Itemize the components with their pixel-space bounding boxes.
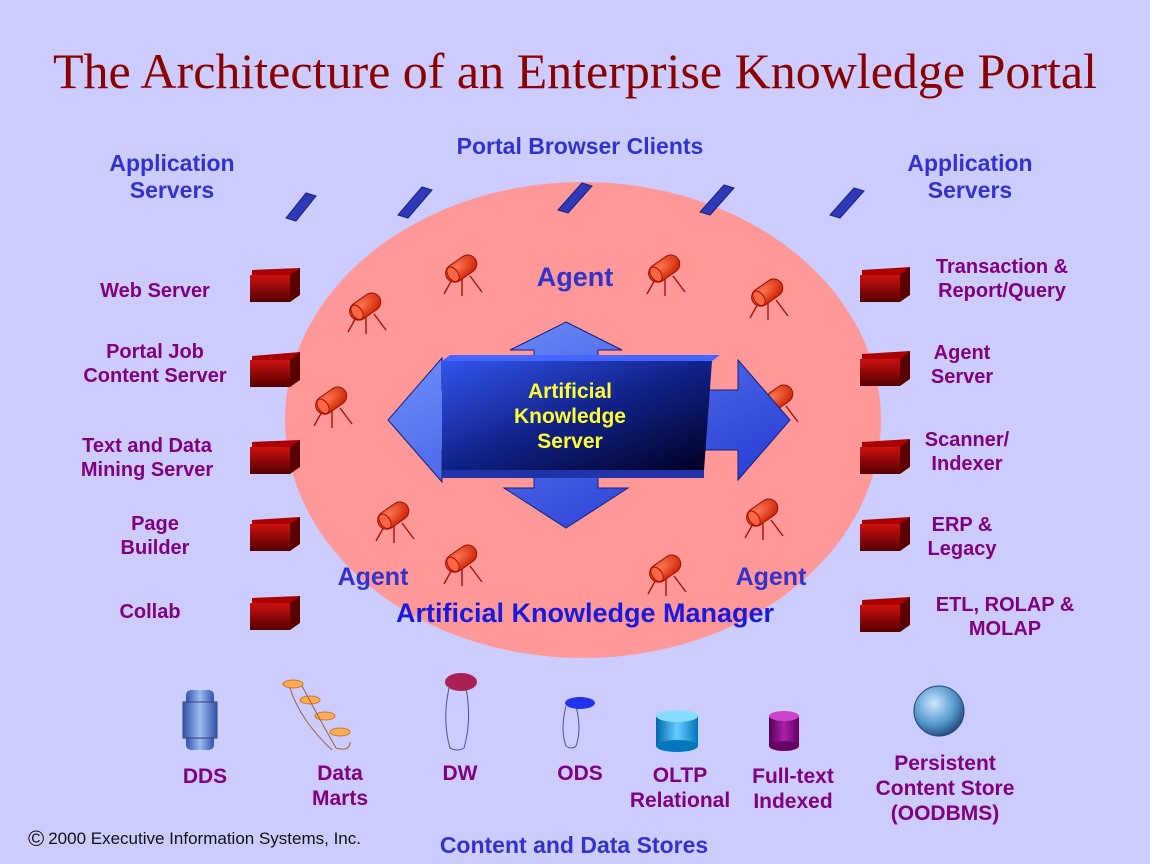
agent-icon	[443, 544, 483, 586]
browser-client-icon	[557, 182, 593, 214]
copyright-notice: ©2000 Executive Information Systems, Inc…	[28, 826, 361, 852]
oltp-relational-label: OLTP Relational	[629, 764, 731, 812]
agent-icon	[647, 554, 687, 596]
dds-label: DDS	[182, 765, 228, 788]
agent-icon	[744, 498, 784, 540]
server-box-icon	[860, 267, 910, 302]
server-box-icon	[250, 268, 300, 302]
page-builder-label: Page Builder	[120, 513, 190, 559]
agent-icon	[749, 278, 789, 320]
browser-clients	[285, 182, 865, 222]
etl-rolap-molap-label: ETL, ROLAP & MOLAP	[935, 594, 1075, 640]
ods-label: ODS	[557, 762, 603, 785]
copyright-symbol: ©	[28, 826, 45, 851]
server-box-icon	[860, 439, 910, 474]
erp-legacy-label: ERP & Legacy	[927, 514, 997, 560]
transaction-report-query-label: Transaction & Report/Query	[935, 256, 1069, 302]
knowledge-manager-label: Artificial Knowledge Manager	[395, 598, 775, 628]
right-server-boxes	[860, 267, 910, 632]
server-box-icon	[250, 596, 300, 630]
portal-browser-clients-label: Portal Browser Clients	[456, 133, 704, 159]
dds-server-icon	[182, 690, 218, 750]
server-box-icon	[250, 440, 300, 474]
browser-client-icon	[397, 186, 433, 219]
web-server-label: Web Server	[100, 280, 210, 302]
dw-icon	[445, 673, 477, 751]
app-servers-right-label: Application Servers	[907, 150, 1033, 204]
text-data-mining-server-label: Text and Data Mining Server	[80, 435, 214, 481]
server-box-icon	[250, 517, 300, 551]
server-box-icon	[250, 352, 300, 387]
server-box-icon	[860, 517, 910, 551]
app-servers-left-label: Application Servers	[109, 150, 235, 204]
server-box-icon	[860, 351, 910, 386]
persistent-store-sphere-icon	[913, 685, 965, 737]
agent-icon	[443, 254, 483, 296]
agent-icon	[646, 254, 686, 296]
knowledge-server-box	[442, 355, 720, 478]
browser-client-icon	[699, 184, 735, 216]
agent-icon	[313, 386, 353, 428]
full-text-indexed-label: Full-text Indexed	[752, 765, 834, 813]
portal-job-content-server-label: Portal Job Content Server	[83, 341, 227, 387]
scanner-indexer-label: Scanner/ Indexer	[924, 429, 1010, 475]
browser-client-icon	[829, 187, 865, 219]
full-text-indexed-cylinder-icon	[769, 711, 799, 751]
collab-label: Collab	[119, 601, 181, 623]
left-server-boxes	[250, 268, 300, 630]
copyright-text: 2000 Executive Information Systems, Inc.	[48, 829, 361, 848]
browser-client-icon	[285, 192, 317, 222]
content-data-stores-label: Content and Data Stores	[439, 832, 709, 858]
knowledge-server-label: Artificial Knowledge Server	[513, 380, 626, 453]
agent-icon	[375, 501, 415, 543]
server-box-icon	[860, 597, 910, 632]
agent-server-label: Agent Server	[930, 342, 994, 388]
agent-icon	[347, 292, 387, 334]
data-marts-icon	[282, 679, 351, 751]
dw-label: DW	[442, 762, 478, 785]
agent-label-left: Agent	[337, 563, 409, 591]
data-stores	[182, 673, 965, 752]
agent-label-top: Agent	[536, 262, 614, 292]
agent-label-right: Agent	[735, 563, 807, 591]
slide-title: The Architecture of an Enterprise Knowle…	[52, 43, 1098, 99]
oltp-relational-cylinder-icon	[656, 710, 698, 752]
ods-icon	[562, 697, 595, 749]
data-marts-label: Data Marts	[311, 762, 369, 810]
persistent-content-store-label: Persistent Content Store (OODBMS)	[875, 752, 1015, 825]
